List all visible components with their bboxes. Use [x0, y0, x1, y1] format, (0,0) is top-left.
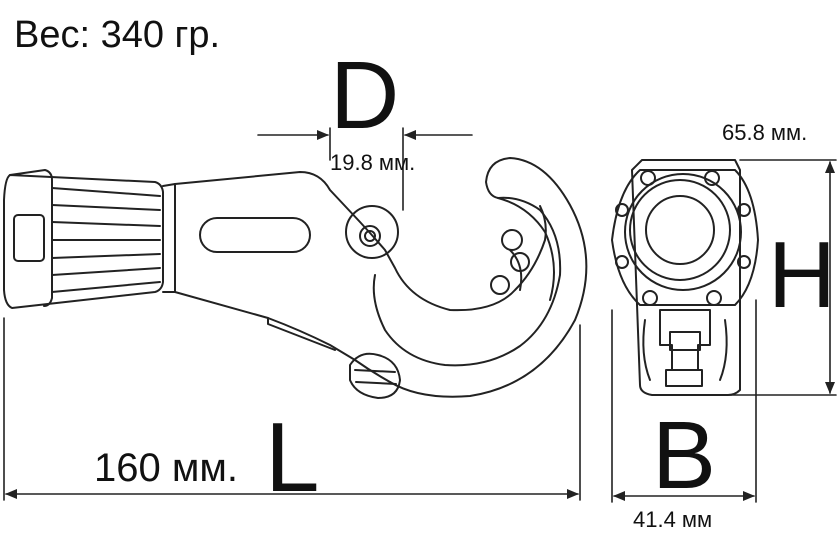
dimension-l-value: 160 мм. [94, 446, 238, 490]
cutting-wheel [345, 205, 399, 259]
feed-wheel [349, 352, 401, 399]
weight-label: Вес: 340 гр. [14, 14, 221, 56]
dimension-d-value: 19.8 мм. [330, 150, 416, 175]
dimension-l-letter: L [265, 402, 320, 512]
cutter-body [174, 171, 547, 383]
dimension-h-value: 65.8 мм. [722, 120, 808, 145]
cutter-hook [372, 157, 588, 398]
dimension-b-value: 41.4 мм [633, 507, 713, 532]
dimension-h-letter: H [768, 222, 836, 327]
dimension-d-letter: D [330, 42, 400, 149]
adjustment-knob [3, 169, 176, 309]
front-view [611, 159, 759, 396]
dimension-b-letter: B [652, 402, 717, 509]
dimension-lines [3, 127, 837, 503]
